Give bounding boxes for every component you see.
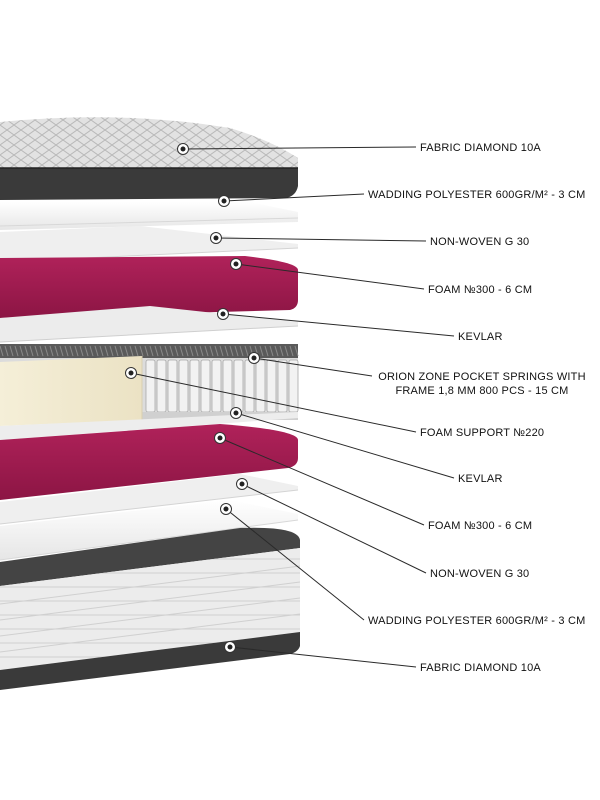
leader-dot-center-4: [233, 261, 239, 267]
label-springs-line1: ORION ZONE POCKET SPRINGS WITH: [378, 371, 586, 383]
leader-dot-center-1: [180, 146, 186, 152]
leader-dot-center-9: [217, 435, 223, 441]
label-springs: ORION ZONE POCKET SPRINGS WITH FRAME 1,8…: [376, 370, 588, 398]
layer-kevlar-bottom: [0, 412, 298, 440]
label-wadding-bottom: WADDING POLYESTER 600GR/M² - 3 CM: [368, 615, 586, 627]
leader-dot-center-7: [128, 370, 134, 376]
leader-line-7: [130, 372, 417, 433]
label-fabric-top: FABRIC DIAMOND 10A: [420, 142, 541, 154]
layer-foam-support: [0, 356, 143, 426]
label-kevlar-top: KEVLAR: [458, 331, 503, 343]
label-nonwoven-bottom: NON-WOVEN G 30: [430, 568, 530, 580]
leader-line-12: [229, 646, 417, 668]
leader-dot-center-3: [213, 235, 219, 241]
leader-line-5: [222, 313, 455, 337]
label-fabric-bottom: FABRIC DIAMOND 10A: [420, 662, 541, 674]
label-foam-bottom: FOAM №300 - 6 CM: [428, 520, 533, 532]
layer-foam-bottom: [0, 424, 298, 500]
leader-line-3: [215, 237, 427, 242]
layer-fabric-bottom: [0, 527, 301, 690]
layer-nonwoven-top: [0, 226, 299, 263]
label-wadding-top: WADDING POLYESTER 600GR/M² - 3 CM: [368, 189, 586, 201]
layer-nonwoven-bottom: [0, 474, 299, 525]
leader-line-8: [235, 412, 455, 479]
leader-line-4: [235, 263, 425, 290]
leader-dot-center-5: [220, 311, 226, 317]
leader-dot-center-12: [227, 644, 233, 650]
label-foam-top: FOAM №300 - 6 CM: [428, 284, 533, 296]
leader-line-11: [225, 508, 365, 621]
layer-foam-top: [0, 256, 298, 318]
leader-dot-center-6: [251, 355, 257, 361]
leader-lines: [125, 143, 455, 668]
leader-dot-center-10: [239, 481, 245, 487]
leader-line-9: [219, 437, 425, 526]
layer-fabric-top: [0, 117, 298, 200]
leader-dot-center-11: [223, 506, 229, 512]
leader-line-2: [223, 193, 365, 202]
leader-dot-center-8: [233, 410, 239, 416]
leader-line-6: [253, 357, 373, 377]
label-nonwoven-top: NON-WOVEN G 30: [430, 236, 530, 248]
layer-wadding-top: [0, 202, 299, 230]
label-foam-support: FOAM SUPPORT №220: [420, 427, 545, 439]
leader-line-1: [182, 146, 417, 150]
label-springs-line2: FRAME 1,8 MM 800 PCS - 15 CM: [395, 385, 569, 397]
leader-line-10: [241, 483, 427, 574]
label-kevlar-bottom: KEVLAR: [458, 473, 503, 485]
leader-dot-center-2: [221, 198, 227, 204]
